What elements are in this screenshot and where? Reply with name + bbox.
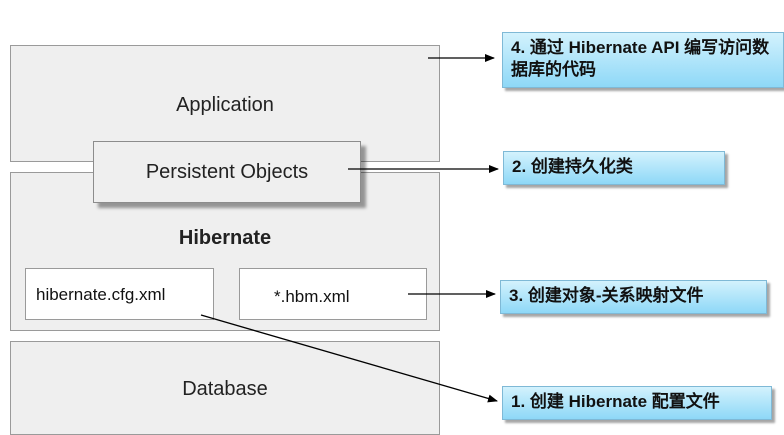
callout-mapping-file: 3. 创建对象-关系映射文件 xyxy=(500,280,767,314)
callout-api-code-text: 4. 通过 Hibernate API 编写访问数据库的代码 xyxy=(511,38,770,79)
arrow-to-config-callout xyxy=(200,314,498,403)
cfg-file-label: hibernate.cfg.xml xyxy=(36,285,166,304)
callout-persistent-class: 2. 创建持久化类 xyxy=(503,151,725,185)
hbm-file-box: *.hbm.xml xyxy=(239,268,427,320)
callout-persistent-class-text: 2. 创建持久化类 xyxy=(512,157,633,176)
database-label: Database xyxy=(182,378,268,400)
cfg-file-box: hibernate.cfg.xml xyxy=(25,268,214,320)
callout-config-file-text: 1. 创建 Hibernate 配置文件 xyxy=(511,392,720,411)
callout-api-code: 4. 通过 Hibernate API 编写访问数据库的代码 xyxy=(502,32,784,88)
database-layer: Database xyxy=(10,341,440,435)
persistent-objects-box: Persistent Objects xyxy=(93,141,361,203)
hibernate-label: Hibernate xyxy=(178,227,272,249)
callout-mapping-file-text: 3. 创建对象-关系映射文件 xyxy=(509,286,704,305)
application-label: Application xyxy=(176,94,274,116)
hbm-file-label: *.hbm.xml xyxy=(274,287,350,306)
callout-config-file: 1. 创建 Hibernate 配置文件 xyxy=(502,386,772,420)
persistent-objects-label: Persistent Objects xyxy=(145,160,309,183)
